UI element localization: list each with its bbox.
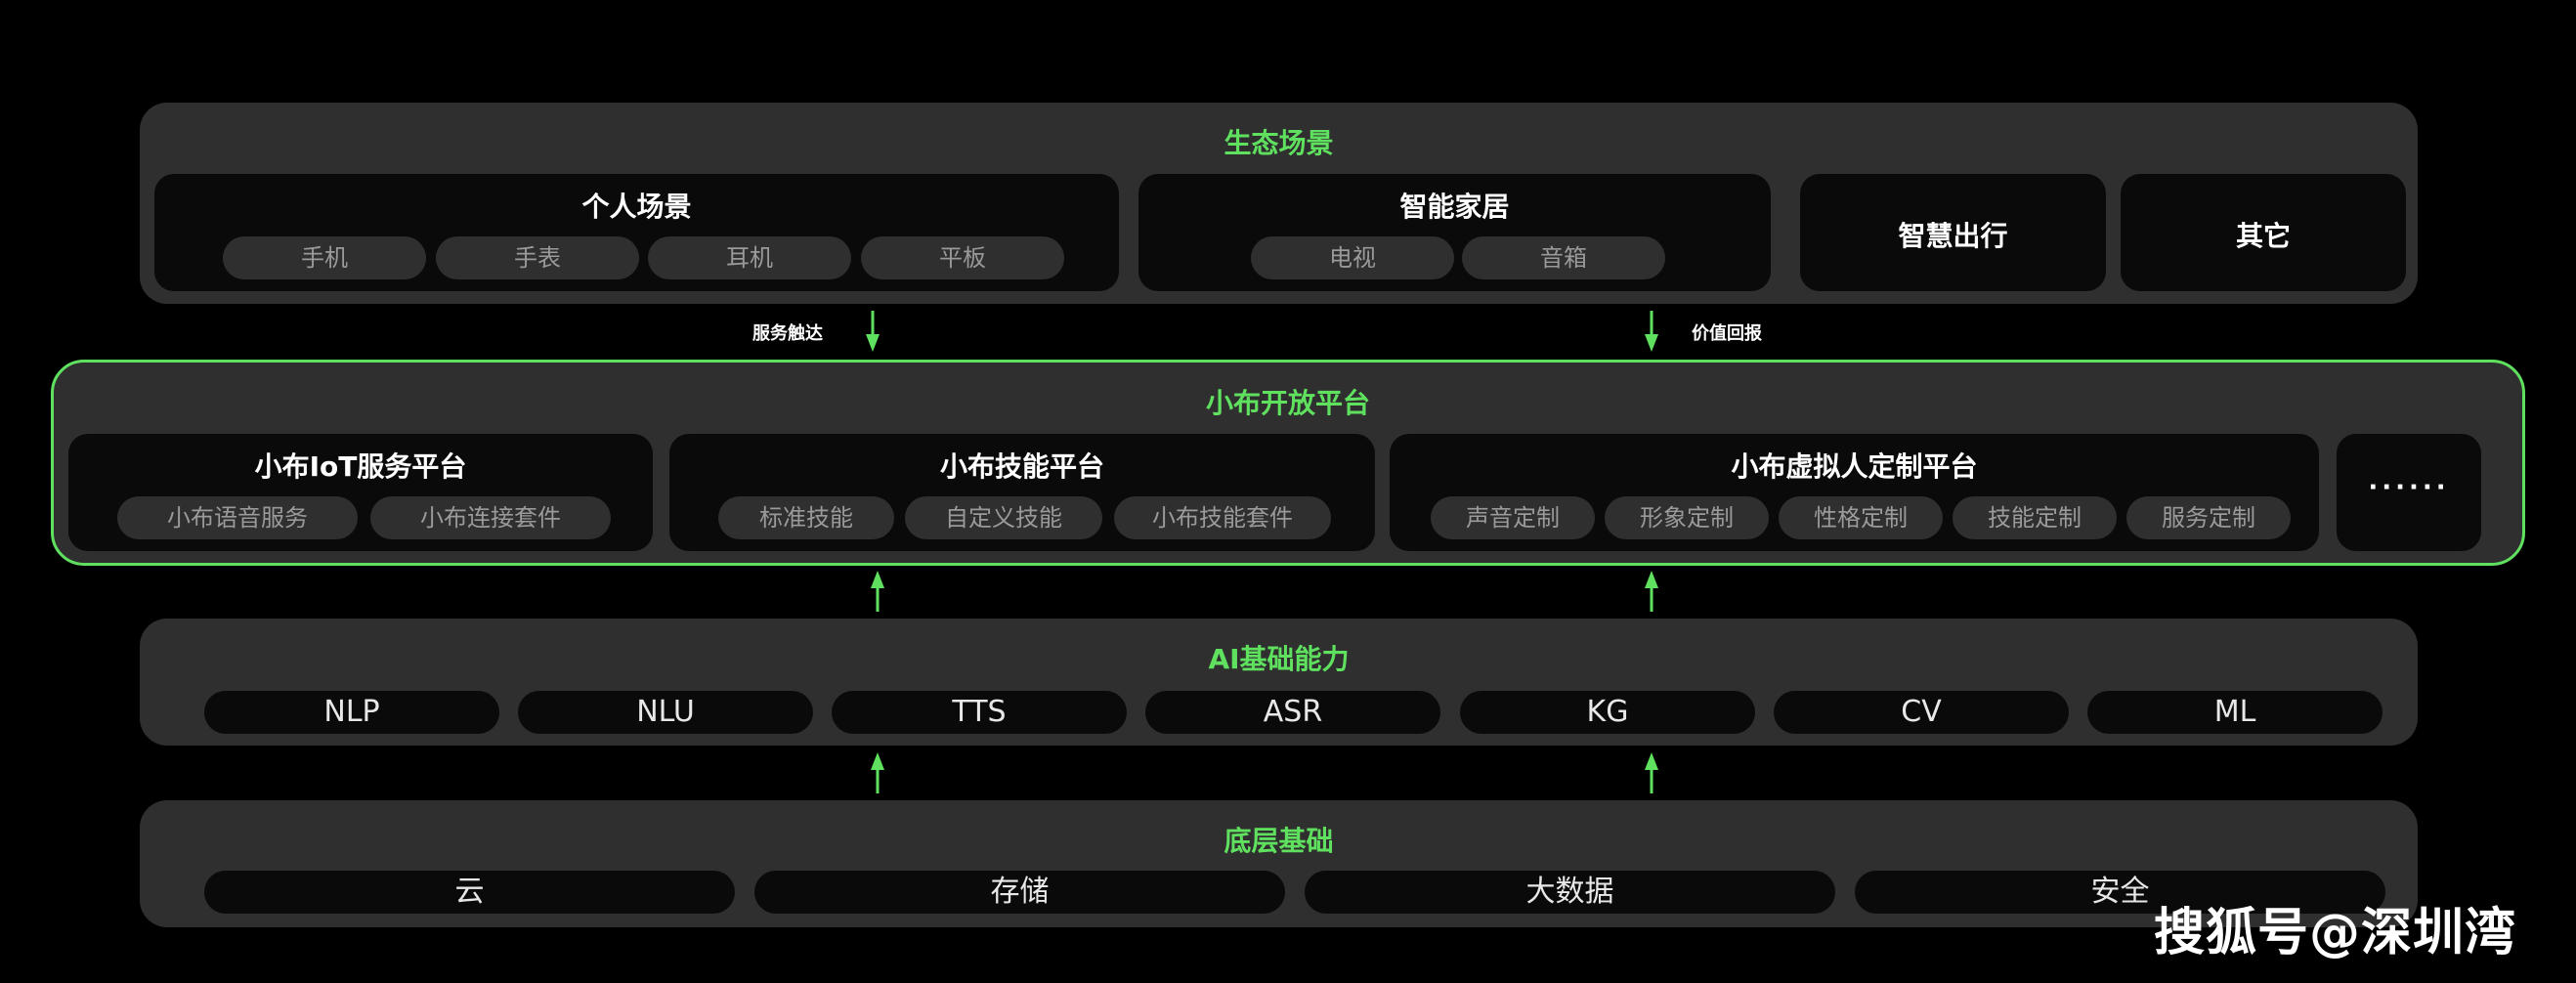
scene-item-speaker: 音箱 — [1462, 236, 1665, 279]
other-scene-title: 其它 — [2235, 220, 2291, 252]
more-platforms-card: ······ — [2337, 434, 2481, 551]
personal-scene-card: 个人场景 手机 手表 耳机 平板 — [154, 174, 1119, 291]
platform-item-image-custom: 形象定制 — [1605, 496, 1769, 539]
smart-mobility-card: 智慧出行 — [1800, 174, 2106, 291]
ecosystem-panel: 生态场景 个人场景 手机 手表 耳机 平板 智能家居 电视 音箱 智慧出行 其它 — [140, 103, 2418, 304]
arrow-up-right-icon — [1645, 571, 1658, 612]
iot-platform-card: 小布IoT服务平台 小布语音服务 小布连接套件 — [68, 434, 653, 551]
ai-item-nlu: NLU — [518, 691, 813, 734]
watermark: 搜狐号@深圳湾 — [2154, 904, 2517, 962]
arrow-down-left-icon — [866, 311, 880, 352]
scene-item-tablet: 平板 — [861, 236, 1064, 279]
iot-platform-title: 小布IoT服务平台 — [254, 450, 467, 483]
platform-item-standard-skill: 标准技能 — [718, 496, 894, 539]
scene-item-watch: 手表 — [436, 236, 639, 279]
platform-item-voice-custom: 声音定制 — [1431, 496, 1595, 539]
open-platform-panel: 小布开放平台 小布IoT服务平台 小布语音服务 小布连接套件 小布技能平台 标准… — [51, 360, 2525, 566]
scene-item-tv: 电视 — [1251, 236, 1454, 279]
ai-item-tts: TTS — [832, 691, 1127, 734]
arrow-up-left-icon — [871, 571, 884, 612]
ecosystem-title: 生态场景 — [1224, 127, 1334, 159]
skill-platform-card: 小布技能平台 标准技能 自定义技能 小布技能套件 — [669, 434, 1375, 551]
platform-item-skill-custom: 技能定制 — [1953, 496, 2117, 539]
arrow-up-left-lower-icon — [871, 752, 884, 793]
arrow-down-right-icon — [1645, 311, 1658, 352]
open-platform-title: 小布开放平台 — [1205, 387, 1370, 419]
smart-home-card: 智能家居 电视 音箱 — [1138, 174, 1771, 291]
ai-capability-title: AI基础能力 — [1208, 643, 1350, 675]
platform-item-connect-kit: 小布连接套件 — [370, 496, 611, 539]
infra-item-security: 安全 — [1855, 871, 2385, 914]
infra-panel: 底层基础 云 存储 大数据 安全 — [140, 800, 2418, 927]
infra-title: 底层基础 — [1224, 825, 1334, 857]
service-reach-label: 服务触达 — [752, 323, 823, 344]
ai-capability-panel: AI基础能力 NLP NLU TTS ASR KG CV ML — [140, 619, 2418, 746]
scene-item-earphones: 耳机 — [648, 236, 851, 279]
platform-item-custom-skill: 自定义技能 — [905, 496, 1102, 539]
scene-item-phone: 手机 — [223, 236, 426, 279]
other-scene-card: 其它 — [2121, 174, 2406, 291]
ai-item-ml: ML — [2087, 691, 2383, 734]
more-dots: ······ — [2368, 473, 2450, 502]
smart-home-title: 智能家居 — [1399, 191, 1510, 223]
skill-platform-title: 小布技能平台 — [939, 450, 1104, 483]
value-return-label: 价值回报 — [1692, 323, 1762, 344]
infra-item-storage: 存储 — [754, 871, 1285, 914]
platform-item-voice-service: 小布语音服务 — [117, 496, 358, 539]
personal-scene-title: 个人场景 — [581, 191, 692, 223]
arrow-up-right-lower-icon — [1645, 752, 1658, 793]
virtual-human-platform-card: 小布虚拟人定制平台 声音定制 形象定制 性格定制 技能定制 服务定制 — [1390, 434, 2319, 551]
platform-item-personality-custom: 性格定制 — [1779, 496, 1943, 539]
ai-item-cv: CV — [1774, 691, 2069, 734]
infra-item-cloud: 云 — [204, 871, 735, 914]
ai-item-kg: KG — [1460, 691, 1755, 734]
platform-item-skill-kit: 小布技能套件 — [1114, 496, 1331, 539]
virtual-human-platform-title: 小布虚拟人定制平台 — [1731, 450, 1978, 483]
smart-mobility-title: 智慧出行 — [1898, 220, 2008, 252]
ai-item-nlp: NLP — [204, 691, 499, 734]
ai-item-asr: ASR — [1145, 691, 1440, 734]
infra-item-big-data: 大数据 — [1305, 871, 1835, 914]
platform-item-service-custom: 服务定制 — [2126, 496, 2291, 539]
